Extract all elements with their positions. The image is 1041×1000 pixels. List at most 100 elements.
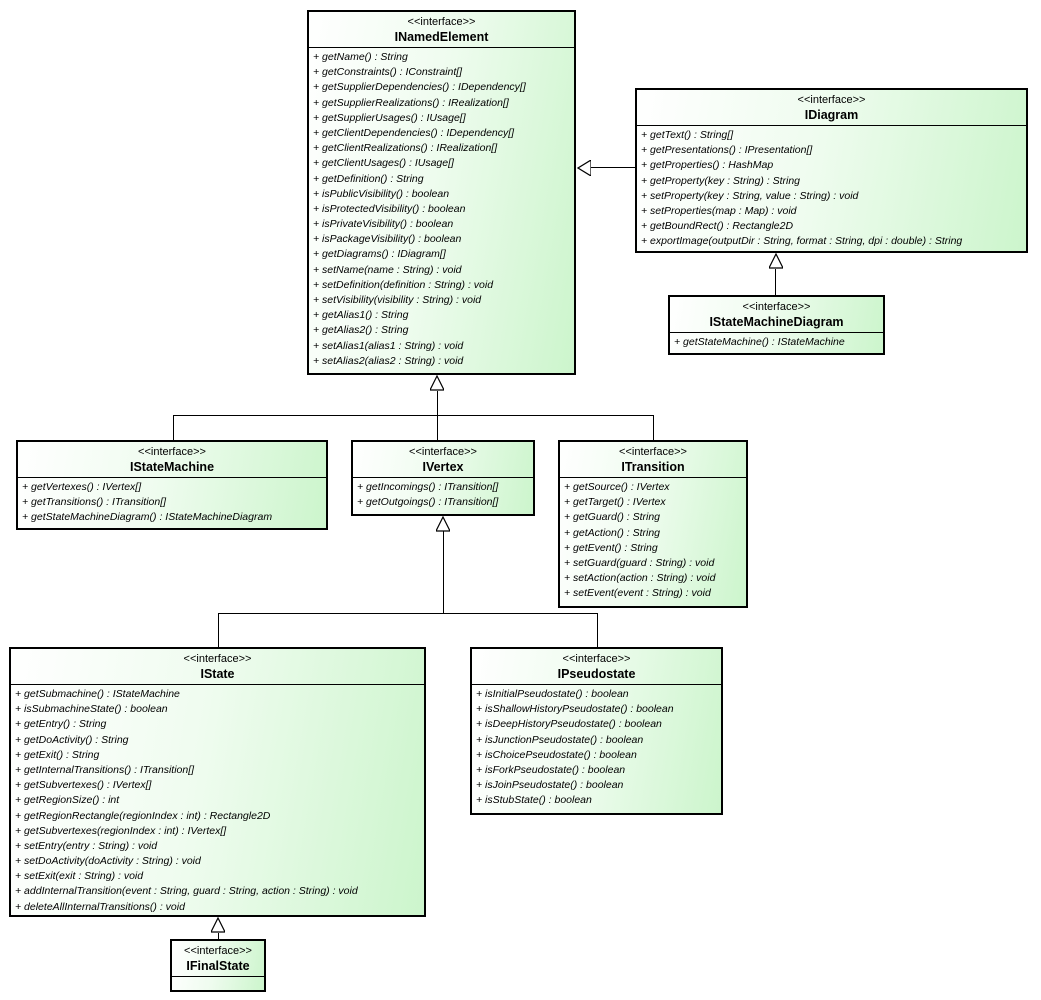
class-header: <<interface>> IPseudostate	[472, 649, 721, 685]
method-item: + addInternalTransition(event : String, …	[15, 885, 358, 898]
method-item: + setEvent(event : String) : void	[564, 587, 711, 600]
class-box-istate[interactable]: <<interface>> IState + getSubmachine() :…	[9, 647, 426, 917]
method-item: + setExit(exit : String) : void	[15, 870, 144, 883]
method-item: + setProperty(key : String, value : Stri…	[641, 189, 859, 202]
method-item: + getExit() : String	[15, 748, 100, 761]
method-item: + getSubvertexes() : IVertex[]	[15, 779, 152, 792]
class-name: IDiagram	[804, 108, 859, 122]
method-item: + getGuard() : String	[564, 511, 661, 524]
class-header: <<interface>> IDiagram	[637, 90, 1026, 126]
method-item: + isForkPseudostate() : boolean	[476, 763, 626, 776]
method-item: + setAlias2(alias2 : String) : void	[313, 354, 464, 367]
class-header: <<interface>> IState	[11, 649, 424, 685]
class-box-inamedelement[interactable]: <<interface>> INamedElement + getName() …	[307, 10, 576, 375]
method-item: + getAlias2() : String	[313, 324, 409, 337]
generalization-arrowhead-up-icon	[769, 253, 783, 269]
method-item: + getClientDependencies() : IDependency[…	[313, 126, 515, 139]
method-item: + isJoinPseudostate() : boolean	[476, 779, 624, 792]
method-item: + setEntry(entry : String) : void	[15, 839, 158, 852]
method-item: + getDiagrams() : IDiagram[]	[313, 248, 446, 261]
method-item: + exportImage(outputDir : String, format…	[641, 235, 963, 248]
edge-itransition-drop	[653, 415, 654, 440]
method-item: + getBoundRect() : Rectangle2D	[641, 220, 794, 233]
stereotype-label: <<interface>>	[797, 94, 866, 106]
method-item: + getInternalTransitions() : ITransition…	[15, 763, 195, 776]
method-item: + isStubState() : boolean	[476, 794, 592, 807]
method-item: + getEntry() : String	[15, 718, 107, 731]
generalization-arrowhead-up-icon	[211, 917, 225, 933]
method-item: + setDoActivity(doActivity : String) : v…	[15, 855, 201, 868]
class-name: IVertex	[422, 460, 464, 474]
edge-ivertex-children-bus	[218, 613, 598, 614]
method-item: + setAlias1(alias1 : String) : void	[313, 339, 464, 352]
generalization-arrowhead-left-icon	[577, 160, 591, 176]
edge-istate-drop	[218, 613, 219, 647]
edge-ipseudostate-drop	[597, 613, 598, 647]
generalization-arrowhead-up-icon	[430, 375, 444, 391]
method-item: + getStateMachineDiagram() : IStateMachi…	[22, 511, 273, 524]
class-header: <<interface>> IVertex	[353, 442, 533, 478]
method-item: + isJunctionPseudostate() : boolean	[476, 733, 644, 746]
method-item: + setAction(action : String) : void	[564, 572, 716, 585]
method-item: + getDefinition() : String	[313, 172, 424, 185]
method-list: + getSource() : IVertex+ getTarget() : I…	[560, 478, 746, 602]
stereotype-label: <<interface>>	[742, 301, 811, 313]
method-item: + getConstraints() : IConstraint[]	[313, 66, 463, 79]
class-header: <<interface>> IStateMachine	[18, 442, 326, 478]
class-header: <<interface>> IFinalState	[172, 941, 264, 977]
method-item: + getSource() : IVertex	[564, 481, 670, 493]
method-item: + getAction() : String	[564, 526, 661, 539]
method-item: + getAlias1() : String	[313, 309, 409, 322]
class-box-itransition[interactable]: <<interface>> ITransition + getSource() …	[558, 440, 748, 608]
method-item: + getText() : String[]	[641, 129, 734, 141]
method-item: + setDefinition(definition : String) : v…	[313, 278, 494, 291]
class-box-istatemachinediagram[interactable]: <<interface>> IStateMachineDiagram + get…	[668, 295, 885, 355]
class-box-ifinalstate[interactable]: <<interface>> IFinalState	[170, 939, 266, 992]
method-list: + getVertexes() : IVertex[] + getTransiti…	[18, 478, 326, 526]
edge-idiagram-inamedelement-line	[591, 167, 635, 168]
class-name: IFinalState	[186, 959, 250, 973]
method-item: + isInitialPseudostate() : boolean	[476, 688, 629, 700]
method-item: + deleteAllInternalTransitions() : void	[15, 900, 185, 913]
method-item: + setProperties(map : Map) : void	[641, 204, 797, 217]
method-item: + getProperty(key : String) : String	[641, 174, 801, 187]
class-header: <<interface>> IStateMachineDiagram	[670, 297, 883, 333]
method-list: + getStateMachine() : IStateMachine	[670, 333, 883, 350]
edge-ivertex-children-stem	[443, 531, 444, 613]
generalization-arrowhead-up-icon	[436, 516, 450, 532]
method-item: + getRegionSize() : int	[15, 794, 120, 807]
method-item: + getClientUsages() : IUsage[]	[313, 157, 454, 170]
method-item: + isChoicePseudostate() : boolean	[476, 748, 637, 761]
method-item: + isPackageVisibility() : boolean	[313, 233, 462, 246]
stereotype-label: <<interface>>	[138, 446, 206, 458]
method-item: + getSupplierUsages() : IUsage[]	[313, 111, 466, 124]
method-item: + isSubmachineState() : boolean	[15, 703, 168, 716]
method-item: + getStateMachine() : IStateMachine	[674, 336, 845, 348]
method-item: + isShallowHistoryPseudostate() : boolea…	[476, 703, 674, 716]
method-item: + getEvent() : String	[564, 541, 658, 554]
stereotype-label: <<interface>>	[619, 446, 687, 458]
method-item: + getClientRealizations() : IRealization…	[313, 142, 498, 155]
class-name: IState	[200, 667, 235, 681]
class-box-idiagram[interactable]: <<interface>> IDiagram + getText() : Str…	[635, 88, 1028, 253]
method-item: + getIncomings() : ITransition[]	[357, 481, 499, 493]
method-item: + getSupplierDependencies() : IDependenc…	[313, 81, 526, 94]
method-item: + getDoActivity() : String	[15, 733, 129, 746]
method-item: + setGuard(guard : String) : void	[564, 556, 715, 569]
method-item: + getVertexes() : IVertex[]	[22, 481, 142, 493]
class-box-ipseudostate[interactable]: <<interface>> IPseudostate + isInitialPs…	[470, 647, 723, 815]
stereotype-label: <<interface>>	[184, 945, 252, 957]
stereotype-label: <<interface>>	[409, 446, 477, 458]
method-item: + getSupplierRealizations() : IRealizati…	[313, 96, 509, 109]
class-box-ivertex[interactable]: <<interface>> IVertex + getIncomings() :…	[351, 440, 535, 516]
method-list: + getName() : String+ getConstraints() :…	[309, 48, 574, 369]
class-box-istatemachine[interactable]: <<interface>> IStateMachine + getVertexe…	[16, 440, 328, 530]
class-name: ITransition	[621, 460, 685, 474]
method-item: + getTransitions() : ITransition[]	[22, 496, 167, 509]
edge-ifinalstate-istate-line	[218, 933, 219, 939]
method-list: + getSubmachine() : IStateMachine+ isSub…	[11, 685, 424, 915]
method-list: + getIncomings() : ITransition[]+ getOut…	[353, 478, 533, 510]
method-item: + setName(name : String) : void	[313, 263, 462, 276]
edge-inamedelement-children-bus	[173, 415, 654, 416]
